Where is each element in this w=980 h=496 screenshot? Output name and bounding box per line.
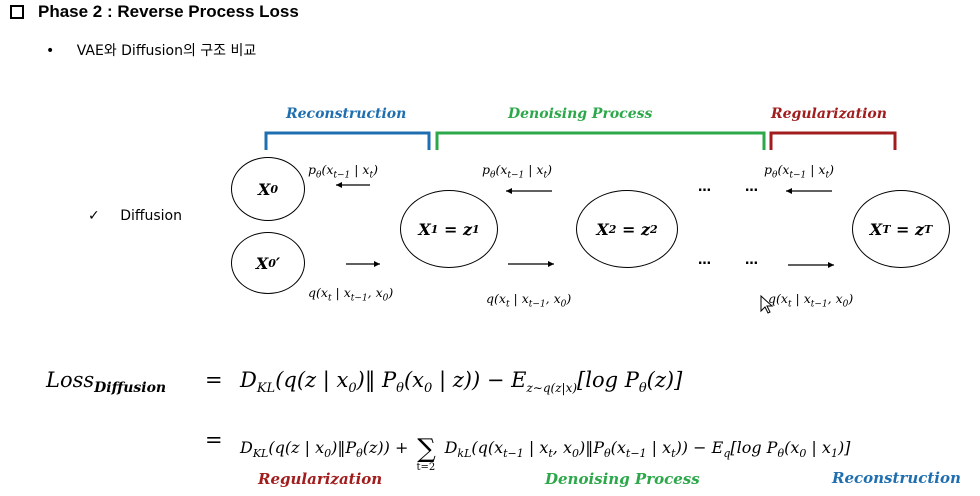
section-title: Phase 2 : Reverse Process Loss (38, 2, 299, 21)
bullet-icon: • (46, 43, 55, 59)
check-icon: ✓ (88, 208, 100, 224)
node-xT-rsub: T (924, 222, 933, 236)
node-x0p-prime: ′ (275, 253, 281, 273)
node-x1-lhs: X (418, 219, 431, 239)
reconstruction-bracket (264, 131, 431, 150)
node-xT-eq: = (890, 219, 915, 239)
ellipsis-top-1: … (698, 180, 712, 195)
node-x2-lhs: X (596, 219, 609, 239)
node-x0p-base: X (255, 253, 269, 273)
ellipsis-bottom-1: … (698, 253, 712, 268)
denoising-label-top: Denoising Process (508, 106, 653, 122)
mouse-cursor-icon (760, 294, 774, 314)
node-x2-rsub: 2 (650, 222, 658, 236)
forward-arrow-1 (346, 261, 380, 267)
node-x1-lsub: 1 (430, 222, 439, 236)
loss-eq-2: = (205, 428, 223, 452)
regularization-bracket (769, 131, 897, 150)
loss-lhs-sub: Diffusion (94, 380, 167, 397)
checkbox-square-icon (10, 5, 24, 19)
bullet-item: • VAE와 Diffusion의 구조 비교 (46, 40, 256, 60)
forward-arrow-3 (788, 262, 834, 268)
loss-eq-1: = (205, 368, 223, 392)
node-x0-sub: 0 (270, 182, 279, 196)
node-xT-lsub: T (882, 222, 891, 236)
prob-q-label-2: q(xt | xt−1, x0) (486, 291, 572, 310)
prob-q-label-1: q(xt | xt−1, x0) (308, 285, 394, 304)
regularization-label-top: Regularization (771, 106, 887, 122)
node-x2-eq: = (616, 219, 641, 239)
node-x1-eq: = (438, 219, 463, 239)
reverse-arrow-1 (336, 182, 370, 188)
prob-p-label-2: pθ(xt−1 | xt) (482, 162, 552, 181)
prob-q-label-3: q(xt | xt−1, x0) (768, 291, 854, 310)
forward-arrow-2 (508, 261, 554, 267)
loss-lhs-main: Loss (46, 368, 95, 392)
loss-line-2: DKL(q(z | x0)‖Pθ(z)) + ∑t=2 DkL(q(xt−1 |… (240, 430, 850, 473)
loss-lhs: LossDiffusion (46, 368, 166, 396)
loss-line-1: DKL(q(z | x0)‖ Pθ(x0 | z)) − Ez∼q(z|x)[l… (240, 368, 683, 397)
node-x0p-sub: 0 (268, 256, 276, 270)
reconstruction-label-top: Reconstruction (286, 106, 407, 122)
sub-item-diffusion: ✓ Diffusion (88, 208, 182, 224)
bullet-text: VAE와 Diffusion의 구조 비교 (76, 43, 257, 59)
node-x2-rhs: z (640, 219, 651, 239)
node-x1-rsub: 1 (472, 222, 480, 236)
ellipsis-top-2: … (745, 180, 759, 195)
node-x2-lsub: 2 (608, 222, 617, 236)
reconstruction-label-bottom: Reconstruction (832, 469, 961, 487)
node-xT-lhs: X (869, 219, 883, 239)
section-heading: Phase 2 : Reverse Process Loss (10, 2, 299, 22)
node-xT-rhs: z (914, 219, 925, 239)
ellipsis-bottom-2: … (745, 253, 759, 268)
reverse-arrow-2 (506, 188, 552, 194)
sub-item-label: Diffusion (120, 208, 182, 224)
node-x1-rhs: z (462, 219, 473, 239)
prob-p-label-1: pθ(xt−1 | xt) (308, 162, 378, 181)
prob-p-label-3: pθ(xt−1 | xt) (764, 162, 834, 181)
regularization-label-bottom: Regularization (258, 470, 383, 488)
node-x0-base: X (257, 179, 271, 199)
denoising-label-bottom: Denoising Process (545, 470, 700, 488)
reverse-arrow-3 (786, 188, 832, 194)
denoising-bracket (435, 131, 766, 150)
sum-symbol: ∑t=2 (416, 434, 436, 473)
